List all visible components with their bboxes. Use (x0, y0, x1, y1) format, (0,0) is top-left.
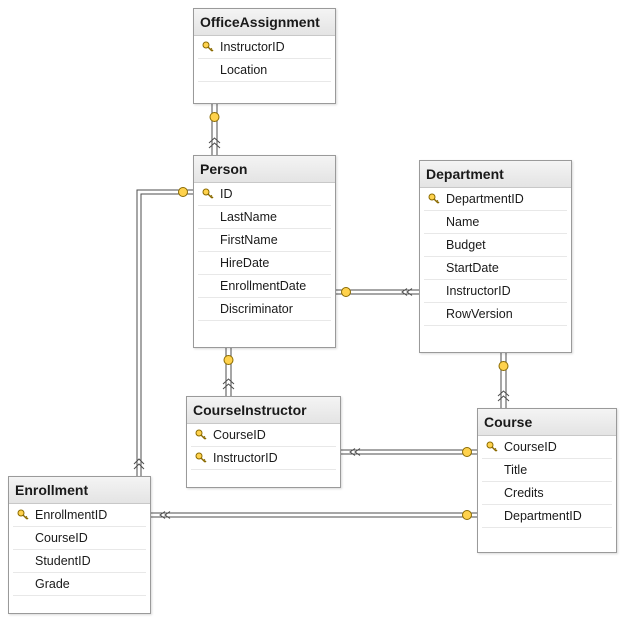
table-title: OfficeAssignment (194, 9, 335, 36)
table-row[interactable]: InstructorID (191, 447, 336, 470)
column-name: DepartmentID (504, 508, 582, 523)
table-person[interactable]: Person ID LastName FirstName HireDate (193, 155, 336, 348)
column-name: RowVersion (446, 306, 513, 321)
primary-key-icon (198, 41, 218, 53)
primary-key-icon (198, 188, 218, 200)
table-row[interactable]: InstructorID (198, 36, 331, 59)
relationship-person-courseinstructor (222, 348, 235, 396)
relationship-course-courseinstructor (341, 447, 477, 457)
column-name: LastName (220, 209, 277, 224)
column-name: Location (220, 62, 268, 77)
relationship-course-enrollment (151, 510, 477, 520)
table-row[interactable]: DepartmentID (424, 188, 567, 211)
column-list: DepartmentID Name Budget StartDate Instr… (424, 188, 567, 326)
column-list: EnrollmentID CourseID StudentID Grade (13, 504, 146, 596)
column-name: DepartmentID (446, 191, 524, 206)
table-row[interactable]: ID (198, 183, 331, 206)
column-name: ID (220, 186, 233, 201)
column-name: InstructorID (213, 450, 278, 465)
table-row[interactable]: EnrollmentID (13, 504, 146, 527)
column-name: HireDate (220, 255, 270, 270)
table-officeassignment[interactable]: OfficeAssignment InstructorID Location (193, 8, 336, 104)
table-row[interactable]: CourseID (13, 527, 146, 550)
table-row[interactable]: Location (198, 59, 331, 82)
column-name: Discriminator (220, 301, 293, 316)
table-row[interactable]: CourseID (482, 436, 612, 459)
column-name: EnrollmentDate (220, 278, 307, 293)
relationship-person-enrollment (133, 187, 193, 476)
column-name: InstructorID (446, 283, 511, 298)
table-row[interactable]: DepartmentID (482, 505, 612, 528)
table-enrollment[interactable]: Enrollment EnrollmentID CourseID Student… (8, 476, 151, 614)
primary-key-icon (191, 452, 211, 464)
primary-key-icon (482, 441, 502, 453)
column-name: CourseID (504, 439, 557, 454)
table-row[interactable]: InstructorID (424, 280, 567, 303)
table-row[interactable]: Name (424, 211, 567, 234)
column-name: Title (504, 462, 528, 477)
table-title: Enrollment (9, 477, 150, 504)
table-row[interactable]: Budget (424, 234, 567, 257)
relationship-person-officeassignment (208, 104, 221, 155)
table-course[interactable]: Course CourseID Title Credits Department… (477, 408, 617, 553)
primary-key-icon (191, 429, 211, 441)
table-row[interactable]: LastName (198, 206, 331, 229)
relationship-person-department (336, 287, 419, 297)
column-name: CourseID (213, 427, 266, 442)
column-list: CourseID InstructorID (191, 424, 336, 470)
column-name: EnrollmentID (35, 507, 108, 522)
column-name: Grade (35, 576, 70, 591)
table-row[interactable]: HireDate (198, 252, 331, 275)
column-name: StartDate (446, 260, 499, 275)
column-list: ID LastName FirstName HireDate Enrollmen… (198, 183, 331, 321)
table-row[interactable]: StudentID (13, 550, 146, 573)
column-name: Budget (446, 237, 486, 252)
table-department[interactable]: Department DepartmentID Name Budget Star… (419, 160, 572, 353)
table-row[interactable]: Grade (13, 573, 146, 596)
table-title: Person (194, 156, 335, 183)
table-title: CourseInstructor (187, 397, 340, 424)
column-list: InstructorID Location (198, 36, 331, 82)
table-row[interactable]: Title (482, 459, 612, 482)
column-name: Credits (504, 485, 544, 500)
table-row[interactable]: StartDate (424, 257, 567, 280)
table-title: Course (478, 409, 616, 436)
column-list: CourseID Title Credits DepartmentID (482, 436, 612, 528)
table-courseinstructor[interactable]: CourseInstructor CourseID InstructorID (186, 396, 341, 488)
column-name: StudentID (35, 553, 91, 568)
relationship-department-course (497, 353, 510, 408)
primary-key-icon (13, 509, 33, 521)
table-row[interactable]: CourseID (191, 424, 336, 447)
table-row[interactable]: EnrollmentDate (198, 275, 331, 298)
table-row[interactable]: Discriminator (198, 298, 331, 321)
column-name: InstructorID (220, 39, 285, 54)
table-title: Department (420, 161, 571, 188)
table-row[interactable]: Credits (482, 482, 612, 505)
column-name: FirstName (220, 232, 278, 247)
column-name: Name (446, 214, 480, 229)
column-name: CourseID (35, 530, 88, 545)
primary-key-icon (424, 193, 444, 205)
table-row[interactable]: RowVersion (424, 303, 567, 326)
table-row[interactable]: FirstName (198, 229, 331, 252)
